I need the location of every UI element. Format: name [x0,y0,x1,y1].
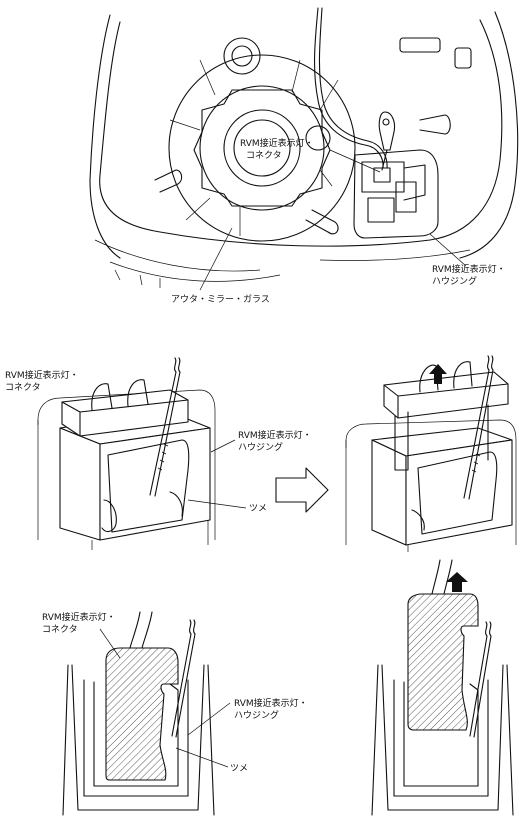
mid-housing-label-line-1: RVM接近表示灯・ [238,429,312,441]
bot-housing-label-line-1: RVM接近表示灯・ [234,697,308,709]
bot-housing-label-line-2: ハウジング [234,709,279,721]
top-housing-label-line-1: RVM接近表示灯・ [432,263,506,275]
connected-state-illustration [37,357,247,550]
right-arrow-icon [275,467,329,513]
top-housing-label-line-2: ハウジング [432,275,477,287]
section-view-disconnected [371,559,514,816]
mid-claw-label: ツメ [249,504,267,514]
bot-connector-label-line-1: RVM接近表示灯・ [42,611,116,623]
top-glass-label: アウタ・ミラー・ガラス [171,294,270,305]
section-view-connected [62,611,231,816]
bottom-up-arrow-icon [446,572,468,592]
mirror-assembly-illustration [89,7,519,291]
disconnected-state-illustration [345,355,517,552]
mid-connector-label-line-1: RVM接近表示灯・ [5,369,79,381]
mid-connector-label-line-2: コネクタ [5,382,41,393]
top-connector-label-line-1: RVM接近表示灯・ [240,137,314,149]
bot-connector-label-line-2: コネクタ [42,624,78,635]
top-connector-label-line-2: コネクタ [246,150,282,161]
mid-housing-label-line-2: ハウジング [238,441,283,453]
bot-claw-label: ツメ [230,764,248,774]
up-arrow-icon [429,364,447,384]
